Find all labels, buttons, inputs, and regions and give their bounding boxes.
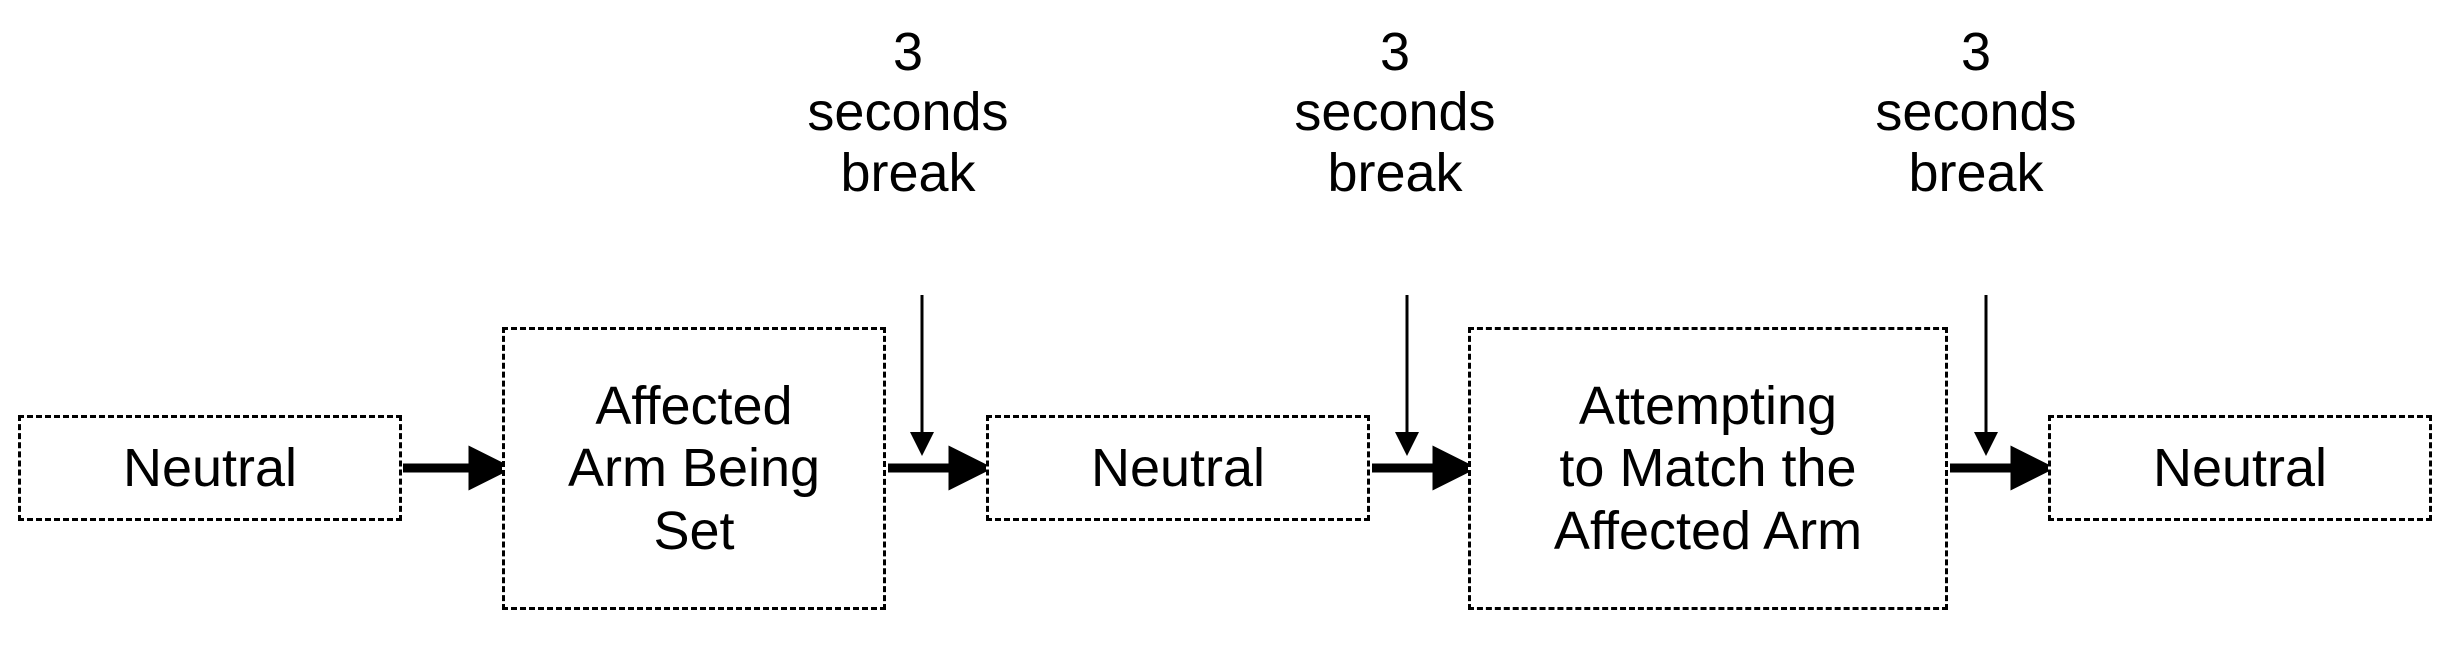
step-label: Affected Arm Being Set xyxy=(567,375,821,561)
break-label-3: 3 seconds break xyxy=(1875,22,2077,203)
step-box-neutral-2: Neutral xyxy=(986,415,1370,521)
step-label: Neutral xyxy=(1090,437,1266,498)
step-box-affected-arm-being-set: Affected Arm Being Set xyxy=(502,327,886,610)
break-label-2: 3 seconds break xyxy=(1294,22,1496,203)
step-box-neutral-3: Neutral xyxy=(2048,415,2432,521)
step-box-neutral-1: Neutral xyxy=(18,415,402,521)
step-box-attempting-to-match: Attempting to Match the Affected Arm xyxy=(1468,327,1948,610)
step-label: Neutral xyxy=(122,437,298,498)
break-label-1: 3 seconds break xyxy=(807,22,1009,203)
step-label: Attempting to Match the Affected Arm xyxy=(1553,375,1863,561)
step-label: Neutral xyxy=(2152,437,2328,498)
